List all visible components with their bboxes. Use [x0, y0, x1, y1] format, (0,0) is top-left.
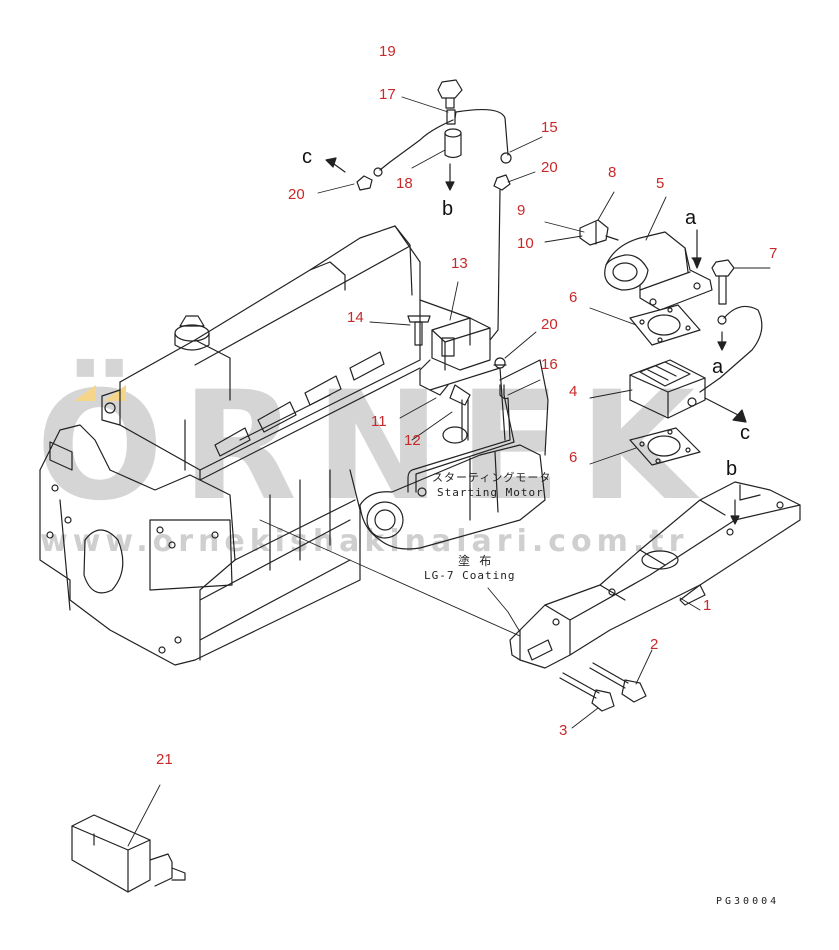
callout-3: 3: [559, 722, 568, 739]
gasket-6-upper: [629, 304, 701, 346]
starting-motor-label-en: Starting Motor: [437, 486, 544, 499]
callout-14: 14: [347, 309, 364, 326]
ref-letter-b-top: b: [442, 198, 454, 220]
starting-motor-label-jp: スターティングモータ: [432, 471, 552, 484]
engine-block: [39, 225, 471, 666]
tool-21: [71, 814, 186, 893]
ref-letter-b-manifold: b: [726, 458, 738, 480]
callout-16: 16: [541, 356, 558, 373]
callout-7: 7: [769, 245, 778, 262]
leader-lines: [127, 96, 771, 847]
callout-20-top-right: 20: [541, 159, 558, 176]
ref-letter-a-housing: a: [685, 207, 697, 229]
starting-motor: [359, 359, 549, 550]
gasket-6-lower: [629, 427, 701, 466]
callout-13: 13: [451, 255, 468, 272]
water-manifold-1: [509, 481, 801, 669]
callout-21: 21: [156, 751, 173, 768]
bolt-7: [699, 259, 763, 393]
callout-20-top-left: 20: [288, 186, 305, 203]
clip-20-right: [489, 174, 511, 341]
relay-13: [407, 315, 491, 441]
callout-5: 5: [656, 175, 665, 192]
callout-6-lower: 6: [569, 449, 578, 466]
callout-9: 9: [517, 202, 526, 219]
callout-11: 11: [371, 413, 387, 430]
callout-4: 4: [569, 383, 578, 400]
bolt-19: [437, 79, 463, 109]
callout-15: 15: [541, 119, 558, 136]
wire-17-15: [373, 108, 512, 177]
callout-19: 19: [379, 43, 396, 60]
sleeve-18: [444, 128, 462, 191]
thermostat-housing-5: [604, 229, 713, 311]
coating-label-jp: 塗 布: [458, 554, 493, 568]
watermark-url: www.ornekishakinalari.com.tr: [40, 524, 689, 559]
ref-letter-c-top: c: [302, 146, 312, 168]
bolt-2: [589, 662, 647, 703]
watermark-logo-mark: [74, 385, 96, 401]
water-outlet-4: [629, 359, 747, 423]
callout-18: 18: [396, 175, 413, 192]
callout-6-upper: 6: [569, 289, 578, 306]
coating-label-en: LG-7 Coating: [424, 569, 516, 582]
callout-20-middle: 20: [541, 316, 558, 333]
drawing-code: PG30004: [716, 896, 780, 907]
tube-16: [407, 357, 515, 497]
callout-8: 8: [608, 164, 617, 181]
watermark-brand: ÖRNEK: [36, 360, 714, 534]
callout-1: 1: [703, 597, 712, 614]
callout-12: 12: [404, 432, 421, 449]
clip-20-left: [325, 157, 373, 191]
callout-10: 10: [517, 235, 534, 252]
bolt-3: [559, 672, 615, 712]
ref-letter-a-wire: a: [712, 356, 724, 378]
sensor-8-9-10: [579, 219, 619, 246]
callout-2: 2: [650, 636, 659, 653]
ref-letter-c-outlet: c: [740, 422, 750, 444]
callout-17: 17: [379, 86, 396, 103]
